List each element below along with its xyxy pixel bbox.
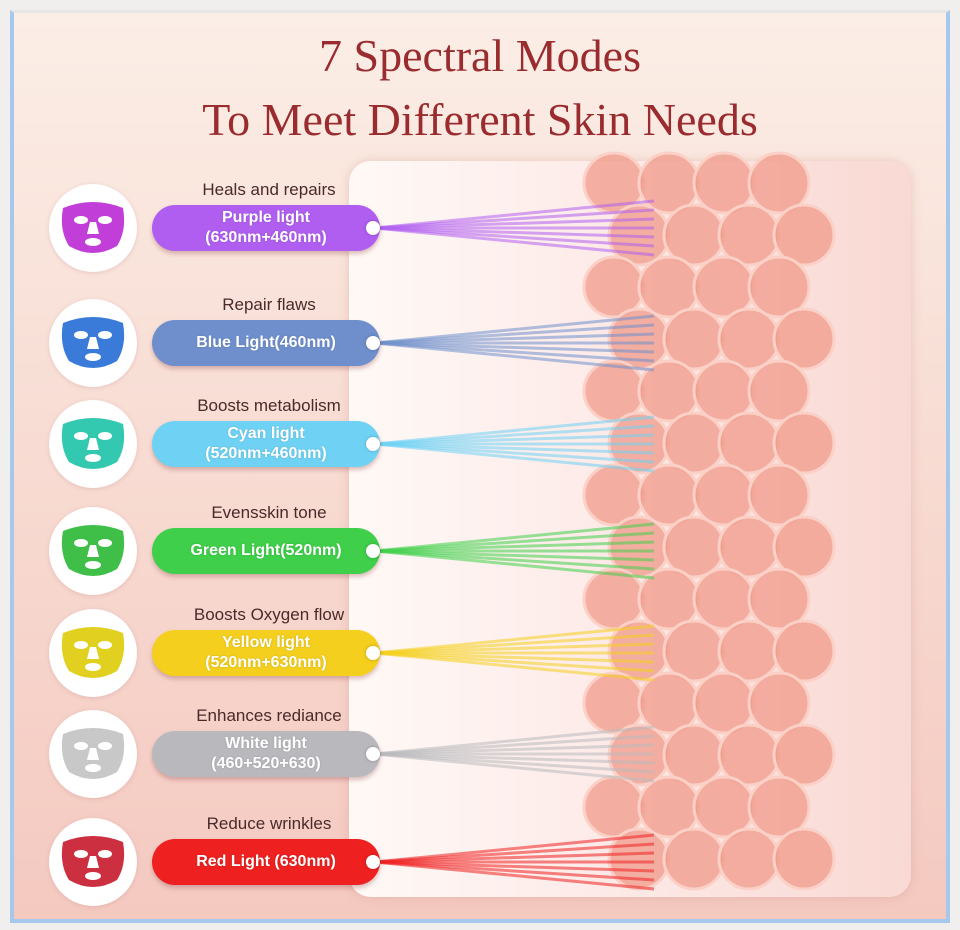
benefit-label: Boosts metabolism	[197, 396, 341, 415]
mode-pill: Cyan light (520nm+460nm)	[152, 421, 380, 467]
connector-dot	[366, 747, 380, 761]
mode-pill: Blue Light(460nm)	[152, 320, 380, 366]
mask-icon-circle	[49, 710, 137, 798]
mode-wavelength: (460+520+630)	[211, 755, 321, 772]
mode-pill: Green Light(520nm)	[152, 528, 380, 574]
mask-icon	[61, 418, 125, 469]
infographic: 7 Spectral Modes To Meet Different Skin …	[10, 10, 950, 923]
connector-dot	[366, 646, 380, 660]
connector-dot	[366, 221, 380, 235]
mask-icon-circle	[49, 184, 137, 272]
benefit-label: Boosts Oxygen flow	[193, 605, 345, 624]
title-line-1: 7 Spectral Modes	[319, 30, 641, 81]
connector-dot	[366, 855, 380, 869]
mode-pill: Red Light (630nm)	[152, 839, 380, 885]
mask-icon	[61, 728, 125, 779]
mask-icon-circle	[49, 609, 137, 697]
mode-name: Cyan light	[227, 425, 305, 442]
benefit-label: Enhances rediance	[196, 706, 342, 725]
mask-icon-circle	[49, 818, 137, 906]
connector-dot	[366, 336, 380, 350]
benefit-label: Evensskin tone	[211, 503, 327, 522]
mode-name: Red Light (630nm)	[196, 853, 336, 870]
mode-wavelength: (520nm+630nm)	[205, 654, 327, 671]
benefit-label: Repair flaws	[222, 295, 316, 314]
mask-icon-circle	[49, 507, 137, 595]
title-line-2: To Meet Different Skin Needs	[202, 94, 758, 145]
mask-icon	[61, 317, 125, 368]
mask-icon	[61, 627, 125, 678]
mode-wavelength: (630nm+460nm)	[205, 229, 327, 246]
mask-icon	[61, 525, 125, 576]
mask-icon	[61, 836, 125, 887]
mode-name: Blue Light(460nm)	[196, 334, 336, 351]
connector-dot	[366, 544, 380, 558]
benefit-label: Reduce wrinkles	[206, 814, 332, 833]
mode-wavelength: (520nm+460nm)	[205, 445, 327, 462]
mode-pill: White light (460+520+630)	[152, 731, 380, 777]
mode-pill: Yellow light (520nm+630nm)	[152, 630, 380, 676]
connector-dot	[366, 437, 380, 451]
mask-icon	[61, 202, 125, 253]
skin-cells-illustration	[349, 161, 911, 897]
mask-icon-circle	[49, 299, 137, 387]
mode-name: Purple light	[222, 209, 310, 226]
mode-name: Yellow light	[221, 634, 310, 651]
mode-name: White light	[225, 735, 307, 752]
mode-pill: Purple light (630nm+460nm)	[152, 205, 380, 251]
benefit-label: Heals and repairs	[202, 180, 336, 199]
mode-name: Green Light(520nm)	[190, 542, 342, 559]
mask-icon-circle	[49, 400, 137, 488]
